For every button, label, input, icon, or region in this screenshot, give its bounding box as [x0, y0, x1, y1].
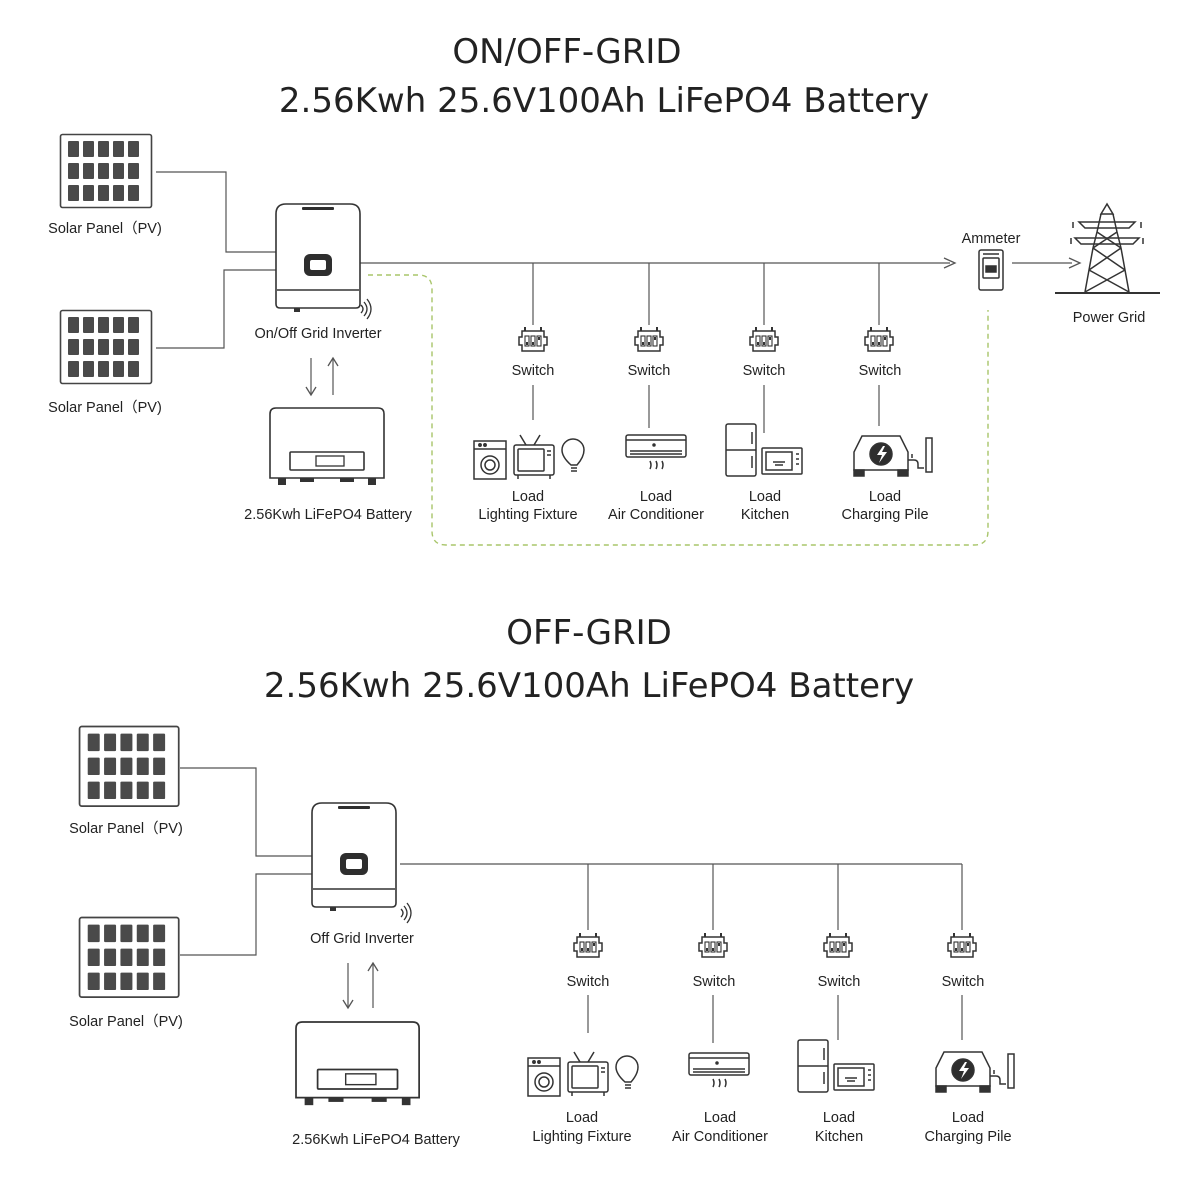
switch-icon — [698, 932, 728, 958]
air-conditioner-icon — [688, 1052, 750, 1088]
load-name: Air Conditioner — [608, 507, 704, 523]
switch-label: Switch — [512, 363, 555, 379]
branch: Switch Load Kitchen — [797, 932, 875, 1145]
switch-label: Switch — [818, 974, 861, 990]
branch: Switch Load Air Conditioner — [672, 932, 768, 1145]
section-title: OFF-GRID — [506, 613, 672, 653]
switch-label: Switch — [628, 363, 671, 379]
switch-label: Switch — [942, 974, 985, 990]
battery-icon — [295, 1021, 420, 1107]
solar-panel-label: Solar Panel（PV) — [48, 399, 162, 416]
power-tower-icon — [1070, 203, 1144, 293]
load-name: Kitchen — [815, 1129, 863, 1145]
power-grid-label: Power Grid — [1073, 310, 1146, 326]
load-name: Lighting Fixture — [532, 1129, 631, 1145]
solar-panel-label: Solar Panel（PV) — [48, 220, 162, 237]
load-label: Load — [512, 489, 544, 505]
solar-panel-icon — [59, 309, 153, 385]
solar-panel-label: Solar Panel（PV) — [69, 1013, 183, 1030]
on-off-grid-section: ON/OFF-GRID 2.56Kwh 25.6V100Ah LiFePO4 B… — [48, 32, 1160, 546]
inverter-label: Off Grid Inverter — [310, 931, 414, 947]
load-name: Charging Pile — [924, 1129, 1011, 1145]
ev-charger-icon — [853, 435, 933, 477]
section-subtitle: 2.56Kwh 25.6V100Ah LiFePO4 Battery — [264, 666, 914, 706]
ev-charger-icon — [935, 1051, 1015, 1093]
off-grid-section: OFF-GRID 2.56Kwh 25.6V100Ah LiFePO4 Batt… — [69, 613, 1015, 1148]
load-label: Load — [952, 1110, 984, 1126]
dashed-connection — [368, 274, 989, 546]
section-title: ON/OFF-GRID — [452, 32, 681, 72]
wifi-icon — [400, 902, 412, 924]
switch-icon — [518, 326, 548, 352]
switch-icon — [864, 326, 894, 352]
load-name: Kitchen — [741, 507, 789, 523]
switch-label: Switch — [693, 974, 736, 990]
solar-panel-icon — [78, 916, 180, 998]
load-name: Lighting Fixture — [478, 507, 577, 523]
branch: Switch Load Charging Pile — [841, 326, 933, 523]
battery-label: 2.56Kwh LiFePO4 Battery — [244, 507, 412, 523]
load-label: Load — [640, 489, 672, 505]
washer-tv-bulb-icon — [527, 1051, 639, 1097]
load-label: Load — [566, 1110, 598, 1126]
battery-label: 2.56Kwh LiFePO4 Battery — [292, 1132, 460, 1148]
switch-label: Switch — [567, 974, 610, 990]
load-label: Load — [869, 489, 901, 505]
load-label: Load — [749, 489, 781, 505]
inverter-label: On/Off Grid Inverter — [254, 326, 381, 342]
switch-icon — [947, 932, 977, 958]
switch-icon — [749, 326, 779, 352]
branch: Switch Load Kitchen — [725, 326, 803, 523]
switch-icon — [573, 932, 603, 958]
load-label: Load — [704, 1110, 736, 1126]
air-conditioner-icon — [625, 434, 687, 470]
washer-tv-bulb-icon — [473, 434, 585, 480]
wiring — [156, 171, 1072, 433]
branch: Switch Load Air Conditioner — [608, 326, 704, 523]
inverter-icon — [311, 802, 397, 912]
wifi-icon — [360, 298, 372, 320]
load-name: Charging Pile — [841, 507, 928, 523]
wiring — [180, 767, 963, 1043]
switch-icon — [823, 932, 853, 958]
ammeter-label: Ammeter — [962, 231, 1021, 247]
switch-label: Switch — [743, 363, 786, 379]
switch-icon — [634, 326, 664, 352]
solar-panel-icon — [59, 133, 153, 209]
switch-label: Switch — [859, 363, 902, 379]
section-subtitle: 2.56Kwh 25.6V100Ah LiFePO4 Battery — [279, 81, 929, 121]
branch: Switch Load Lighting Fixture — [527, 932, 639, 1145]
ammeter-icon — [978, 249, 1004, 291]
fridge-microwave-icon — [797, 1039, 875, 1093]
inverter-icon — [275, 203, 361, 313]
solar-panel-label: Solar Panel（PV) — [69, 820, 183, 837]
branch: Switch Load Charging Pile — [924, 932, 1015, 1145]
load-name: Air Conditioner — [672, 1129, 768, 1145]
battery-icon — [269, 407, 385, 486]
branch: Switch Load Lighting Fixture — [473, 326, 585, 523]
load-label: Load — [823, 1110, 855, 1126]
solar-panel-icon — [78, 725, 180, 807]
